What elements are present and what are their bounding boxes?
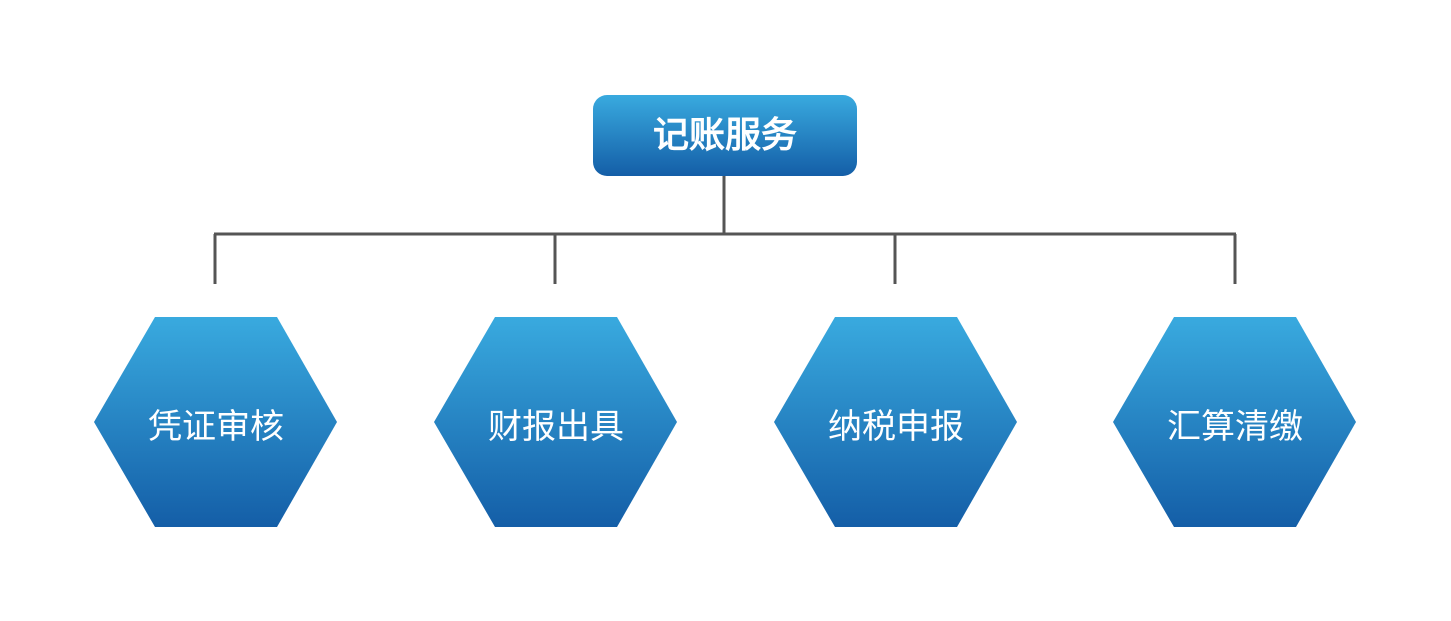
- child-node-4: 汇算清缴: [1113, 317, 1356, 527]
- child-label: 财报出具: [488, 407, 624, 447]
- root-box: [593, 95, 857, 176]
- root-node: 记账服务: [593, 95, 857, 176]
- hexagon-shape: [94, 317, 337, 527]
- root-label: 记账服务: [653, 115, 797, 156]
- child-label: 汇算清缴: [1167, 407, 1303, 447]
- child-node-1: 凭证审核: [94, 317, 337, 527]
- child-label: 纳税申报: [828, 407, 964, 447]
- hexagon-shape: [1113, 317, 1356, 527]
- hexagon-shape: [774, 317, 1017, 527]
- connector-lines: [213, 176, 1237, 284]
- child-node-3: 纳税申报: [774, 317, 1017, 527]
- child-node-2: 财报出具: [434, 317, 677, 527]
- child-label: 凭证审核: [148, 407, 284, 447]
- hexagon-shape: [434, 317, 677, 527]
